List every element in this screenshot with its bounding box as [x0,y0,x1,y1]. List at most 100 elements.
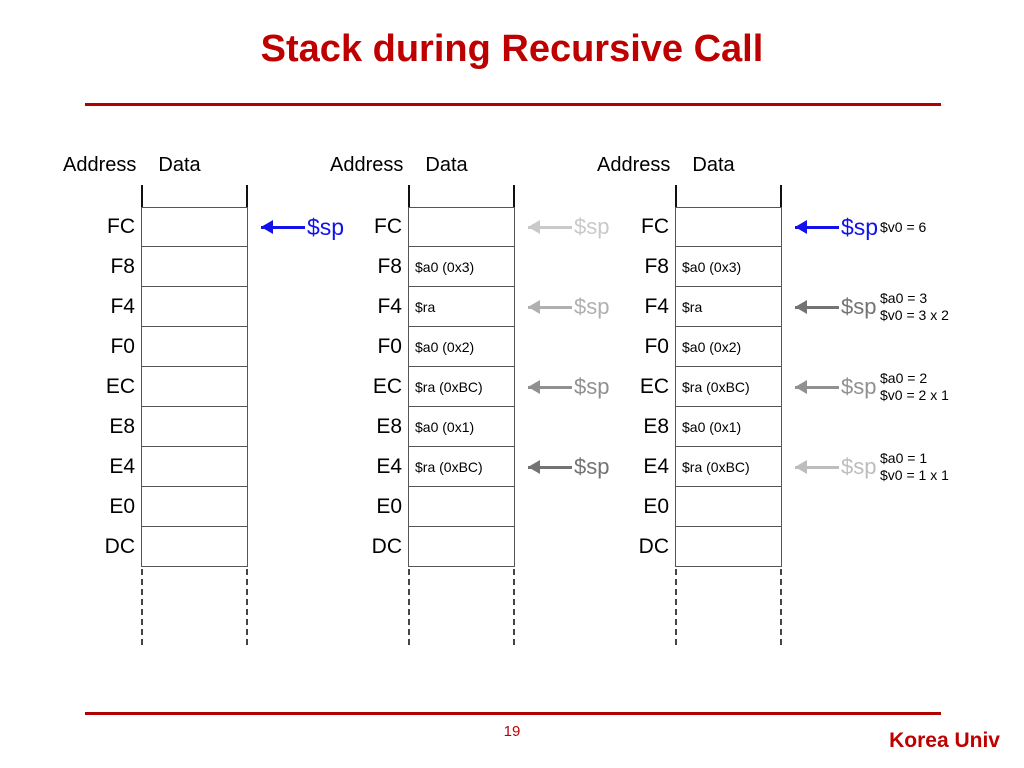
address-label: F8 [377,255,402,278]
address-label: E0 [376,495,402,518]
memory-cell-value: $ra (0xBC) [682,458,750,475]
stack-pointer-label: $sp [841,454,877,479]
register-annotation: $a0 = 3$v0 = 3 x 2 [880,290,949,324]
address-label: E4 [109,455,135,478]
arrow-head [528,220,540,234]
stack-continuation-dashes [408,569,515,645]
arrow-head [528,380,540,394]
page-title: Stack during Recursive Call [260,28,764,70]
memory-cell-value: $a0 (0x2) [415,338,475,355]
memory-cell: $a0 (0x3) [408,247,515,287]
address-label: E8 [376,415,402,438]
address-label: E8 [643,415,669,438]
address-label: FC [374,215,402,238]
memory-cell: $a0 (0x1) [408,407,515,447]
memory-cell-value: $ra [415,298,436,315]
arrow-left-icon [795,380,839,394]
arrow-head [795,460,807,474]
address-label: F8 [644,255,669,278]
stack-continuation-dashes [675,569,782,645]
arrow-left-icon [795,460,839,474]
stack-pointer-arrow: $sp [784,294,876,320]
memory-cell-value: $a0 (0x1) [415,418,475,435]
address-label: F0 [110,335,135,358]
column-headers: Address Data [330,154,468,177]
header-data: Data [425,154,468,176]
memory-grid: $a0 (0x3) $ra $a0 (0x2) $ra (0xBC) $a0 (0x1)… [408,185,515,567]
header-address: Address [63,154,137,176]
stack-pointer-label: $sp [574,214,610,239]
arrow-left-icon [528,300,572,314]
grid-top-stub [675,185,782,207]
register-annotation: $v0 = 6 [880,219,926,236]
memory-cell: $ra [675,287,782,327]
stack-pointer-arrow: $sp [517,214,609,240]
stack-pointer-arrow: $sp [784,214,878,240]
address-label: DC [104,535,135,558]
stack-pointer-label: $sp [841,294,877,319]
annotation-line: $a0 = 3 [880,290,928,306]
stack-pointer-arrow: $sp [517,374,609,400]
memory-cell [675,527,782,567]
memory-cell [408,207,515,247]
stack-pointer-label: $sp [841,213,879,240]
grid-top-stub [141,185,248,207]
address-label: EC [372,375,402,398]
arrow-head [261,220,273,234]
memory-cell: $ra [408,287,515,327]
arrow-left-icon [528,380,572,394]
annotation-line: $v0 = 2 x 1 [880,387,949,403]
memory-cell-value: $a0 (0x3) [682,258,742,275]
stack-pointer-arrow: $sp [784,374,876,400]
address-label: EC [639,375,669,398]
memory-cell: $ra (0xBC) [675,367,782,407]
arrow-left-icon [528,460,572,474]
header-data: Data [692,154,735,176]
address-label: F4 [110,295,135,318]
stack-continuation-dashes [141,569,248,645]
memory-cell [141,207,248,247]
address-label: EC [105,375,135,398]
address-label: F4 [644,295,669,318]
memory-cell [141,447,248,487]
header-address: Address [597,154,671,176]
address-label: E4 [643,455,669,478]
annotation-line: $v0 = 6 [880,218,927,235]
arrow-head [795,380,807,394]
address-label: E8 [109,415,135,438]
arrow-left-icon [261,220,305,234]
memory-cell [408,527,515,567]
memory-cell [141,287,248,327]
stack-pointer-label: $sp [574,454,610,479]
memory-cell: $ra (0xBC) [408,367,515,407]
memory-cell-value: $ra (0xBC) [415,458,483,475]
memory-cell [141,527,248,567]
brand-label: Korea Univ [889,729,1000,752]
page-number: 19 [503,723,521,740]
column-headers: Address Data [63,154,201,177]
memory-cell [675,207,782,247]
memory-cell-value: $a0 (0x1) [682,418,742,435]
header-data: Data [158,154,201,176]
memory-cell [141,327,248,367]
header-address: Address [330,154,404,176]
stack-pointer-label: $sp [307,213,345,240]
stack-pointer-arrow: $sp [517,294,609,320]
memory-grid: $a0 (0x3)$ra$a0 (0x2)$ra (0xBC)$a0 (0x1)… [675,185,782,567]
stack-pointer-label: $sp [841,374,877,399]
address-label: F4 [377,295,402,318]
grid-top-stub [408,185,515,207]
memory-cell [141,487,248,527]
arrow-head [795,220,807,234]
address-label: DC [371,535,402,558]
address-label: FC [641,215,669,238]
footer-divider [85,712,941,715]
address-label: E0 [643,495,669,518]
address-label: F0 [644,335,669,358]
memory-cell: $a0 (0x2) [408,327,515,367]
memory-cell-value: $ra (0xBC) [415,378,483,395]
arrow-left-icon [795,220,839,234]
register-annotation: $a0 = 2$v0 = 2 x 1 [880,370,949,404]
arrow-head [795,300,807,314]
address-label: F8 [110,255,135,278]
